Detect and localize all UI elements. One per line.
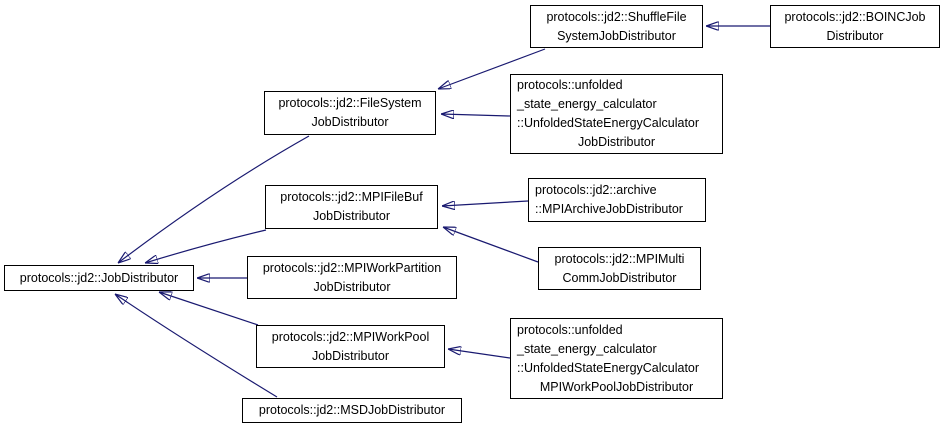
node-label: ::UnfoldedStateEnergyCalculator [517, 116, 700, 130]
node-unfoldedstateenergycalculator-jobdistributor[interactable]: protocols::unfolded _state_energy_calcul… [510, 74, 723, 154]
node-label: protocols::unfolded [517, 322, 623, 337]
node-filesystem-jobdistributor[interactable]: protocols::jd2::FileSystem JobDistributo… [264, 91, 436, 135]
node-mpifilebuf-jobdistributor[interactable]: protocols::jd2::MPIFileBuf JobDistributo… [265, 185, 438, 229]
node-label: protocols::jd2::MPIFileBuf [280, 190, 423, 204]
edge-mpimulticomm-to-mpifilebuf [443, 227, 539, 263]
edge-mpifilebuf-to-jobdistributor [145, 229, 267, 263]
node-label: ::MPIArchiveJobDistributor [535, 202, 683, 216]
edge-unfoldedstatejd-to-filesystem [441, 114, 511, 116]
node-label: protocols::jd2::archive [535, 183, 657, 197]
edge-mpiworkpool-to-jobdistributor [159, 292, 259, 326]
node-mpiworkpool-jobdistributor[interactable]: protocols::jd2::MPIWorkPool JobDistribut… [256, 325, 445, 368]
node-label: ::UnfoldedStateEnergyCalculator [517, 360, 700, 375]
node-shufflefilesystem-jobdistributor[interactable]: protocols::jd2::ShuffleFile SystemJobDis… [530, 5, 703, 48]
node-label: protocols::jd2::MPIMulti [554, 251, 685, 266]
node-label: _state_energy_calculator [517, 341, 657, 356]
node-label: JobDistributor [311, 115, 389, 129]
node-label: JobDistributor [312, 209, 391, 223]
node-label: protocols::jd2::FileSystem [278, 96, 422, 110]
node-label: MPIWorkPoolJobDistributor [539, 379, 694, 394]
edge-archive-to-mpifilebuf [442, 200, 529, 206]
node-unfoldedstateenergycalculator-mpiworkpool-jobdistributor[interactable]: protocols::unfolded _state_energy_calcul… [510, 318, 723, 399]
edge-filesystem-to-jobdistributor [118, 135, 310, 263]
node-label: protocols::jd2::MPIWorkPartition [262, 260, 442, 275]
node-mpiarchive-jobdistributor[interactable]: protocols::jd2::archive ::MPIArchiveJobD… [528, 178, 706, 222]
node-jobdistributor[interactable]: protocols::jd2::JobDistributor [4, 265, 194, 291]
node-label: _state_energy_calculator [517, 97, 657, 111]
node-label: protocols::unfolded [517, 78, 623, 92]
node-msd-jobdistributor[interactable]: protocols::jd2::MSDJobDistributor [242, 398, 462, 423]
edge-msd-to-jobdistributor [115, 294, 278, 398]
edge-unfoldedstatewp-to-mpiworkpool [448, 349, 511, 359]
node-label: JobDistributor [577, 135, 656, 149]
node-label: protocols::jd2::BOINCJob [784, 9, 926, 24]
node-mpiworkpartition-jobdistributor[interactable]: protocols::jd2::MPIWorkPartition JobDist… [247, 256, 457, 299]
edge-shufflefilesystem-to-filesystem [438, 48, 546, 89]
node-label: Distributor [826, 28, 884, 43]
node-label: protocols::jd2::MPIWorkPool [271, 329, 430, 344]
node-label: CommJobDistributor [562, 270, 677, 285]
node-label: protocols::jd2::MSDJobDistributor [258, 403, 446, 417]
node-label: protocols::jd2::JobDistributor [19, 270, 179, 285]
node-label: JobDistributor [311, 348, 390, 363]
node-label: protocols::jd2::ShuffleFile [546, 9, 687, 24]
node-mpimulticomm-jobdistributor[interactable]: protocols::jd2::MPIMulti CommJobDistribu… [538, 247, 701, 290]
node-label: JobDistributor [313, 279, 391, 294]
node-label: SystemJobDistributor [557, 28, 676, 43]
node-boinc-jobdistributor[interactable]: protocols::jd2::BOINCJob Distributor [770, 5, 940, 48]
